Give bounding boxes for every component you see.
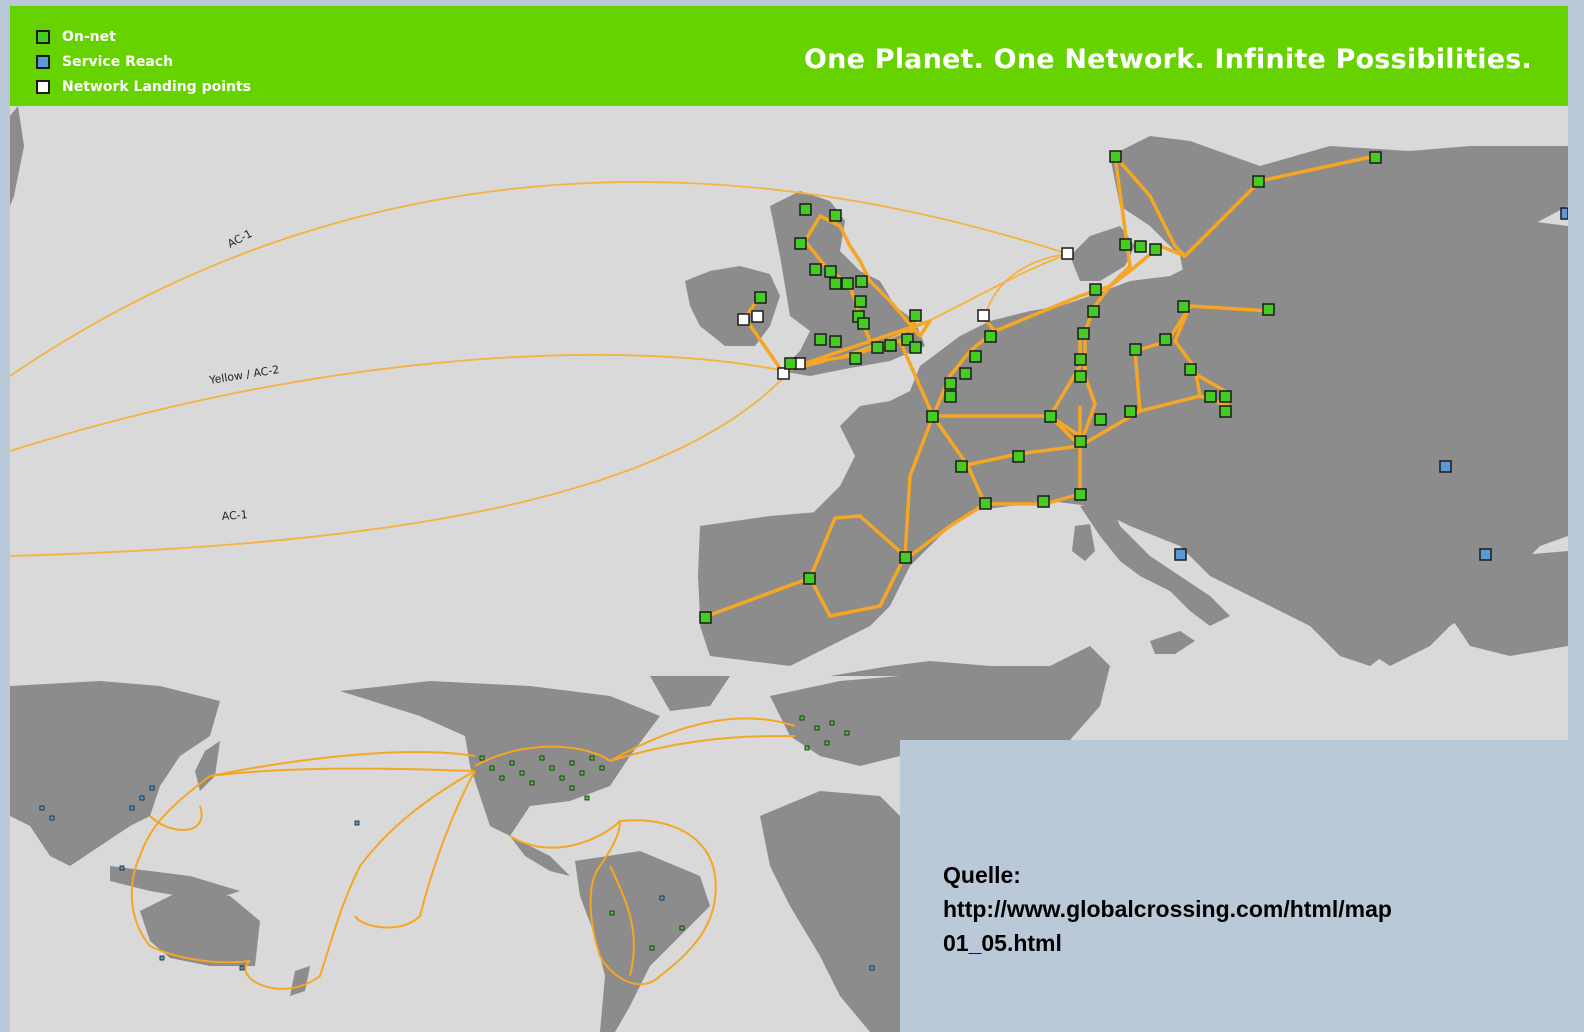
legend-item-landing-points: Network Landing points: [36, 74, 251, 99]
route-yellow-ac2: [10, 354, 786, 452]
route-label-ac1-south: AC-1: [221, 508, 248, 523]
central-america: [510, 836, 570, 876]
japan: [195, 741, 220, 791]
balkans-greece: [1250, 546, 1410, 666]
australia: [140, 891, 260, 966]
turkey: [1450, 551, 1568, 656]
inset-service-reach-nodes: [39, 785, 875, 971]
landing-point-swatch-icon: [36, 79, 50, 94]
route-ac1-north: [10, 181, 1069, 377]
source-url-line-2: 01_05.html: [943, 930, 1062, 956]
asia: [10, 681, 220, 866]
legend-label: Service Reach: [62, 53, 174, 70]
europe-network-map: AC-1 Yellow / AC-2 AC-1: [10, 106, 1568, 740]
on-net-swatch-icon: [36, 29, 50, 44]
legend-item-on-net: On-net: [36, 24, 251, 49]
route-ac1-south: [10, 375, 786, 557]
tagline: One Planet. One Network. Infinite Possib…: [804, 44, 1532, 75]
greenland: [650, 676, 730, 711]
source-heading: Quelle:: [943, 862, 1021, 888]
legend: On-net Service Reach Network Landing poi…: [36, 24, 251, 99]
header-bar: On-net Service Reach Network Landing poi…: [10, 6, 1568, 106]
sicily: [1150, 631, 1195, 654]
inset-landmass: [10, 676, 900, 1032]
south-america: [575, 851, 710, 1032]
legend-label: Network Landing points: [62, 78, 251, 95]
service-reach-swatch-icon: [36, 54, 50, 69]
source-citation: Quelle: http://www.globalcrossing.com/ht…: [943, 858, 1392, 960]
north-america: [340, 681, 660, 836]
africa: [760, 791, 900, 1032]
denmark: [1070, 226, 1135, 281]
inset-nodes: [479, 715, 850, 951]
sardinia: [1072, 524, 1095, 561]
europe-inset: [770, 676, 900, 766]
on-net-markers: [699, 150, 1382, 624]
top-band: [0, 0, 1584, 6]
landmass: [10, 106, 1568, 740]
landing-point-markers: [737, 247, 1074, 380]
legend-item-service-reach: Service Reach: [36, 49, 251, 74]
ireland: [685, 266, 780, 346]
inset-routes: [130, 717, 796, 990]
continental-europe: [700, 216, 1568, 666]
indonesia: [110, 866, 240, 901]
italy: [1080, 501, 1230, 626]
service-reach-markers: [1174, 207, 1568, 561]
source-url-line-1: http://www.globalcrossing.com/html/map: [943, 896, 1392, 922]
world-network-inset-map: [10, 676, 900, 1032]
legend-label: On-net: [62, 28, 116, 45]
iberia: [698, 511, 870, 654]
